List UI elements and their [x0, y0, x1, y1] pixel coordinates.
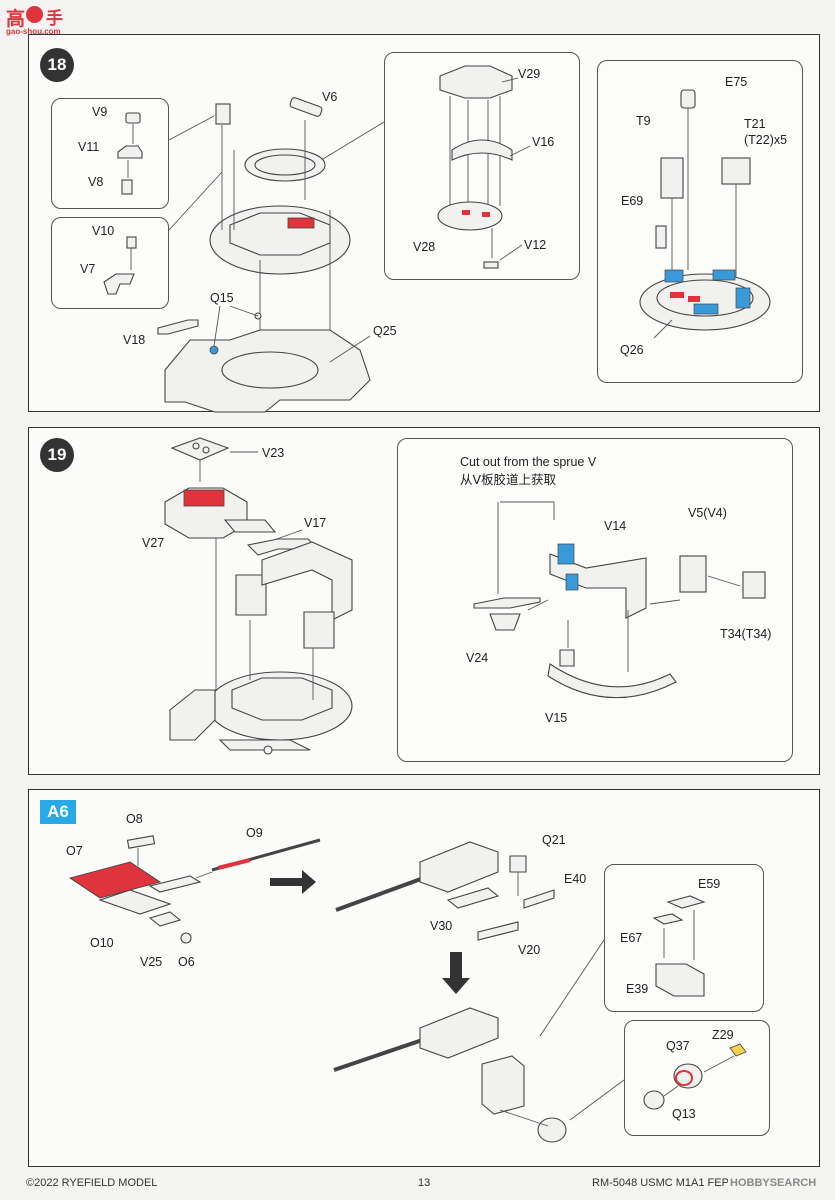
label-t34: T34(T34) [720, 627, 772, 641]
footer-watermark: HOBBYSEARCH [728, 1177, 817, 1189]
step-a6-badge: A6 [40, 800, 76, 824]
logo-circle-icon [26, 6, 43, 23]
label-q21: Q21 [542, 833, 566, 847]
footer-copyright: ©2022 RYEFIELD MODEL [26, 1177, 158, 1189]
label-cut-en: Cut out from the sprue V [460, 455, 597, 469]
label-q25: Q25 [373, 324, 397, 338]
label-v11: V11 [78, 140, 100, 154]
label-cut-cn: 从V板胶道上获取 [460, 472, 557, 487]
label-o9: O9 [246, 826, 263, 840]
label-o7: O7 [66, 844, 83, 858]
label-e75: E75 [725, 75, 748, 89]
label-v27: V27 [142, 536, 165, 550]
label-o8: O8 [126, 812, 143, 826]
label-v20: V20 [518, 943, 541, 957]
label-v24: V24 [466, 651, 489, 665]
label-v5: V5(V4) [688, 506, 727, 520]
label-e69: E69 [621, 194, 644, 208]
label-v6: V6 [322, 90, 338, 104]
label-t9: T9 [636, 114, 651, 128]
label-t21: T21 [744, 117, 766, 131]
label-e59: E59 [698, 877, 721, 891]
label-z29: Z29 [712, 1028, 734, 1042]
label-v23: V23 [262, 446, 285, 460]
label-q26: Q26 [620, 343, 644, 357]
label-v12: V12 [524, 238, 547, 252]
label-q37: Q37 [666, 1039, 690, 1053]
label-v16: V16 [532, 135, 555, 149]
label-v8: V8 [88, 175, 104, 189]
callout-v29-box [384, 52, 580, 280]
label-o6: O6 [178, 955, 195, 969]
label-e39: E39 [626, 982, 649, 996]
logo-char: 高 [6, 8, 26, 30]
logo-url: gao-shou.com [6, 27, 61, 36]
label-o10: O10 [90, 936, 114, 950]
step-19-badge: 19 [40, 438, 74, 472]
label-v7: V7 [80, 262, 96, 276]
label-v18: V18 [123, 333, 146, 347]
label-v30: V30 [430, 919, 453, 933]
label-e67: E67 [620, 931, 643, 945]
callout-v9-box [51, 98, 169, 209]
callout-v10-box [51, 217, 169, 309]
label-v14: V14 [604, 519, 627, 533]
label-v29: V29 [518, 67, 541, 81]
step-18-badge: 18 [40, 48, 74, 82]
label-v9: V9 [92, 105, 108, 119]
label-v15: V15 [545, 711, 568, 725]
label-v25: V25 [140, 955, 163, 969]
callout-v14-box [397, 438, 793, 762]
label-v10: V10 [92, 224, 115, 238]
label-q13: Q13 [672, 1107, 696, 1121]
footer-product-code: RM-5048 USMC M1A1 FEP Abrams [592, 1177, 770, 1189]
label-v17: V17 [304, 516, 327, 530]
label-t22: (T22)x5 [744, 133, 788, 147]
footer-page-number: 13 [418, 1177, 431, 1189]
label-q15: Q15 [210, 291, 234, 305]
label-e40: E40 [564, 872, 587, 886]
label-v28: V28 [413, 240, 436, 254]
